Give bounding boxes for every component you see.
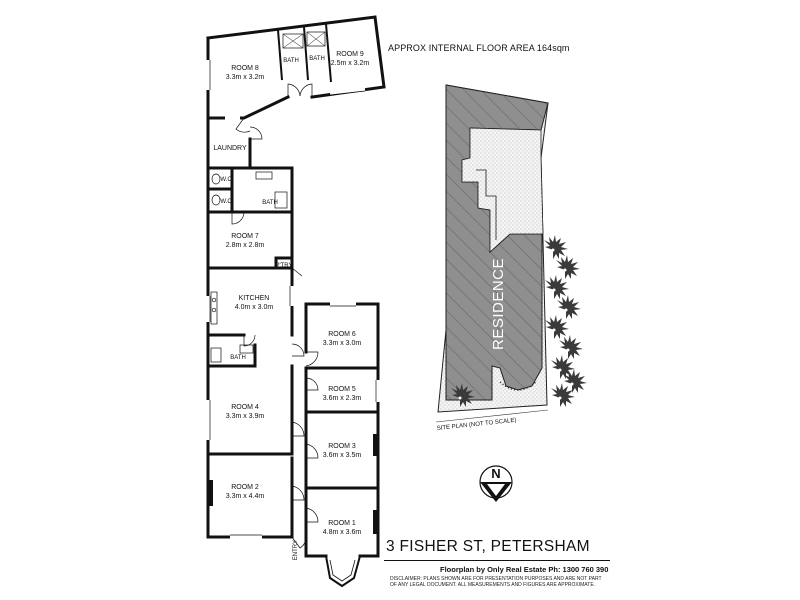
room1-dims: 4.8m x 3.6m: [323, 529, 362, 536]
laundry-label: LAUNDRY: [213, 145, 247, 152]
entry-label: ENTRY: [293, 540, 299, 560]
residence-label: RESIDENCE: [490, 258, 507, 350]
room3-name: ROOM 3: [328, 443, 356, 450]
room3-dims: 3.6m x 3.5m: [323, 452, 362, 459]
windows: [206, 60, 380, 539]
bath-b-label: BATH: [309, 56, 325, 62]
room4-dims: 3.3m x 3.9m: [226, 413, 265, 420]
kitchen-name: KITCHEN: [239, 295, 270, 302]
bay-window: [325, 555, 361, 588]
disclaimer-line1: DISCLAIMER: PLANS SHOWN ARE FOR PRESENTA…: [390, 576, 602, 582]
bath-d-label: BATH: [230, 355, 246, 361]
room5-name: ROOM 5: [328, 386, 356, 393]
north-label: N: [491, 466, 500, 481]
room7-name: ROOM 7: [231, 233, 259, 240]
fireplaces: [208, 434, 378, 534]
wc-b-label: W.C: [220, 199, 232, 205]
room7-dims: 2.8m x 2.8m: [226, 242, 265, 249]
wc-a-label: W.C: [220, 177, 232, 183]
room1-name: ROOM 1: [328, 520, 356, 527]
kitchen-dims: 4.0m x 3.0m: [235, 304, 274, 311]
walls: [206, 15, 386, 558]
pantry-label: P'TRY: [275, 263, 292, 269]
site-plan-caption: SITE PLAN (NOT TO SCALE): [437, 418, 517, 432]
room6-name: ROOM 6: [328, 331, 356, 338]
floorplan-credit: Floorplan by Only Real Estate Ph: 1300 7…: [440, 565, 609, 574]
fixtures: [210, 171, 288, 363]
north-arrow-icon: N: [479, 465, 513, 502]
room5-dims: 3.6m x 2.3m: [323, 395, 362, 402]
property-address: 3 FISHER ST, PETERSHAM: [386, 538, 590, 555]
disclaimer: DISCLAIMER: PLANS SHOWN ARE FOR PRESENTA…: [390, 576, 602, 588]
room-labels: ROOM 8 3.3m x 3.2m ROOM 9 2.5m x 3.2m BA…: [213, 51, 369, 560]
room9-dims: 2.5m x 3.2m: [331, 60, 370, 67]
room2-name: ROOM 2: [231, 484, 259, 491]
bath-a-label: BATH: [283, 58, 299, 64]
room2-dims: 3.3m x 4.4m: [226, 493, 265, 500]
room4-name: ROOM 4: [231, 404, 259, 411]
room6-dims: 3.3m x 3.0m: [323, 340, 362, 347]
site-plan: RESIDENCE SITE PLAN (NOT TO SCALE): [435, 84, 587, 432]
room8-dims: 3.3m x 3.2m: [226, 74, 265, 81]
footer-divider: [384, 560, 610, 561]
bath-c-label: BATH: [262, 200, 278, 206]
bath-partitions: [277, 23, 332, 83]
floor-area-label: APPROX INTERNAL FLOOR AREA 164sqm: [388, 43, 570, 53]
room8-name: ROOM 8: [231, 65, 259, 72]
door-swings: [231, 83, 319, 549]
disclaimer-line2: OF ANY LEGAL DOCUMENT. ALL MEASUREMENTS …: [390, 582, 596, 588]
room9-name: ROOM 9: [336, 51, 364, 58]
